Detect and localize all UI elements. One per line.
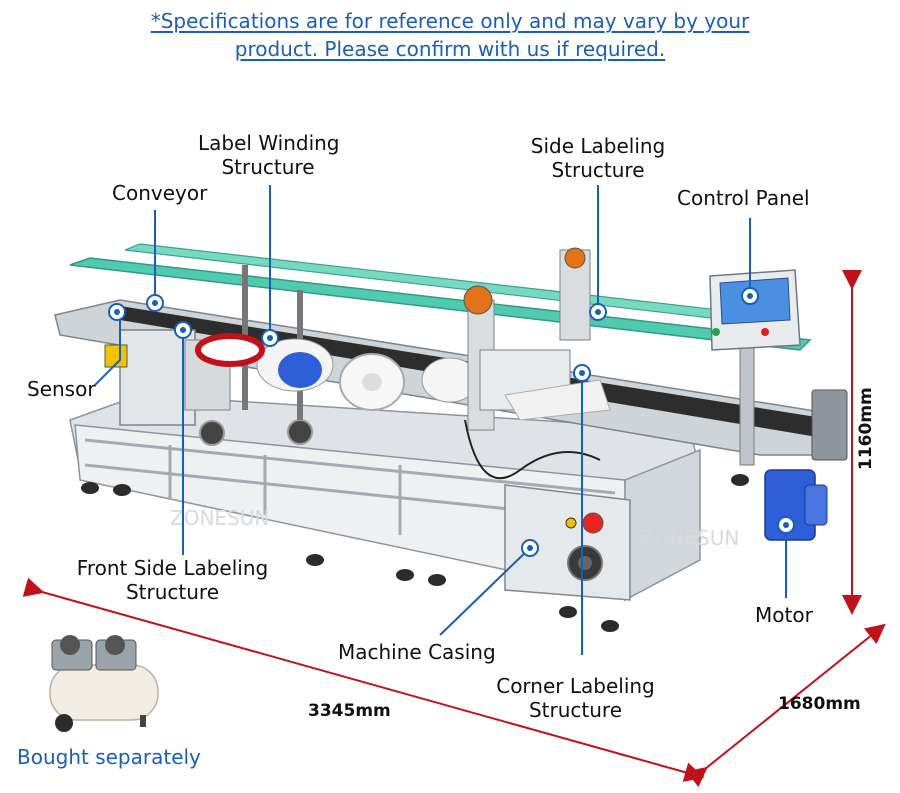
callout-marker (174, 321, 192, 339)
width-dimension-line (685, 623, 886, 788)
conveyor-label: Conveyor (112, 181, 208, 205)
indicator-light (565, 517, 577, 529)
callout-marker (261, 329, 279, 347)
front-side-labeling-structure-label: Front Side Labeling Structure (75, 556, 270, 604)
side-labeling-structure-label: Side Labeling Structure (528, 134, 668, 182)
machine-casing-label: Machine Casing (338, 640, 496, 664)
control-panel-label: Control Panel (677, 186, 810, 210)
length-dimension-line (22, 577, 705, 782)
machine-casing-cabinet (504, 484, 631, 601)
emergency-stop-button (582, 512, 604, 534)
callout-marker (108, 303, 126, 321)
callout-targets (108, 287, 795, 557)
height-dimension-label: 1160mm (856, 387, 876, 470)
corner-labeling-line-2: Structure (528, 698, 623, 722)
label-winding-assembly (195, 265, 479, 420)
width-dimension-label: 1680mm (778, 694, 861, 714)
air-compressor-illustration (49, 635, 159, 732)
front-side-line-1: Front Side Labeling (76, 556, 269, 580)
dimension-lines (22, 270, 886, 788)
callout-marker (521, 539, 539, 557)
callout-marker (741, 287, 759, 305)
sensor-label: Sensor (27, 377, 96, 401)
callout-marker (146, 294, 164, 312)
label-winding-structure-label: Label Winding Structure (198, 131, 340, 179)
corner-labeling-structure-label: Corner Labeling Structure (493, 674, 658, 722)
side-labeling-line-1: Side Labeling (530, 134, 666, 158)
watermark-text: ZONESUN (170, 506, 269, 530)
spec-notice-line-1: *Specifications are for reference only a… (150, 9, 750, 33)
length-dimension-label: 3345mm (308, 701, 391, 721)
callout-marker (573, 364, 591, 382)
callout-marker (589, 303, 607, 321)
front-side-line-2: Structure (125, 580, 220, 604)
spec-notice-line-2: product. Please confirm with us if requi… (234, 37, 666, 61)
motor-label: Motor (755, 603, 813, 627)
label-winding-line-1: Label Winding (198, 131, 340, 155)
side-labeling-line-2: Structure (551, 158, 645, 182)
bought-separately-caption: Bought separately (17, 745, 201, 769)
callout-marker (777, 516, 795, 534)
label-winding-line-2: Structure (221, 155, 315, 179)
corner-labeling-line-1: Corner Labeling (496, 674, 655, 698)
callout-leaders (94, 185, 787, 655)
drive-motor (764, 469, 828, 541)
side-labeling-tower (463, 247, 611, 480)
watermark-text: ZONESUN (640, 526, 739, 550)
caster-wheels (81, 474, 749, 632)
